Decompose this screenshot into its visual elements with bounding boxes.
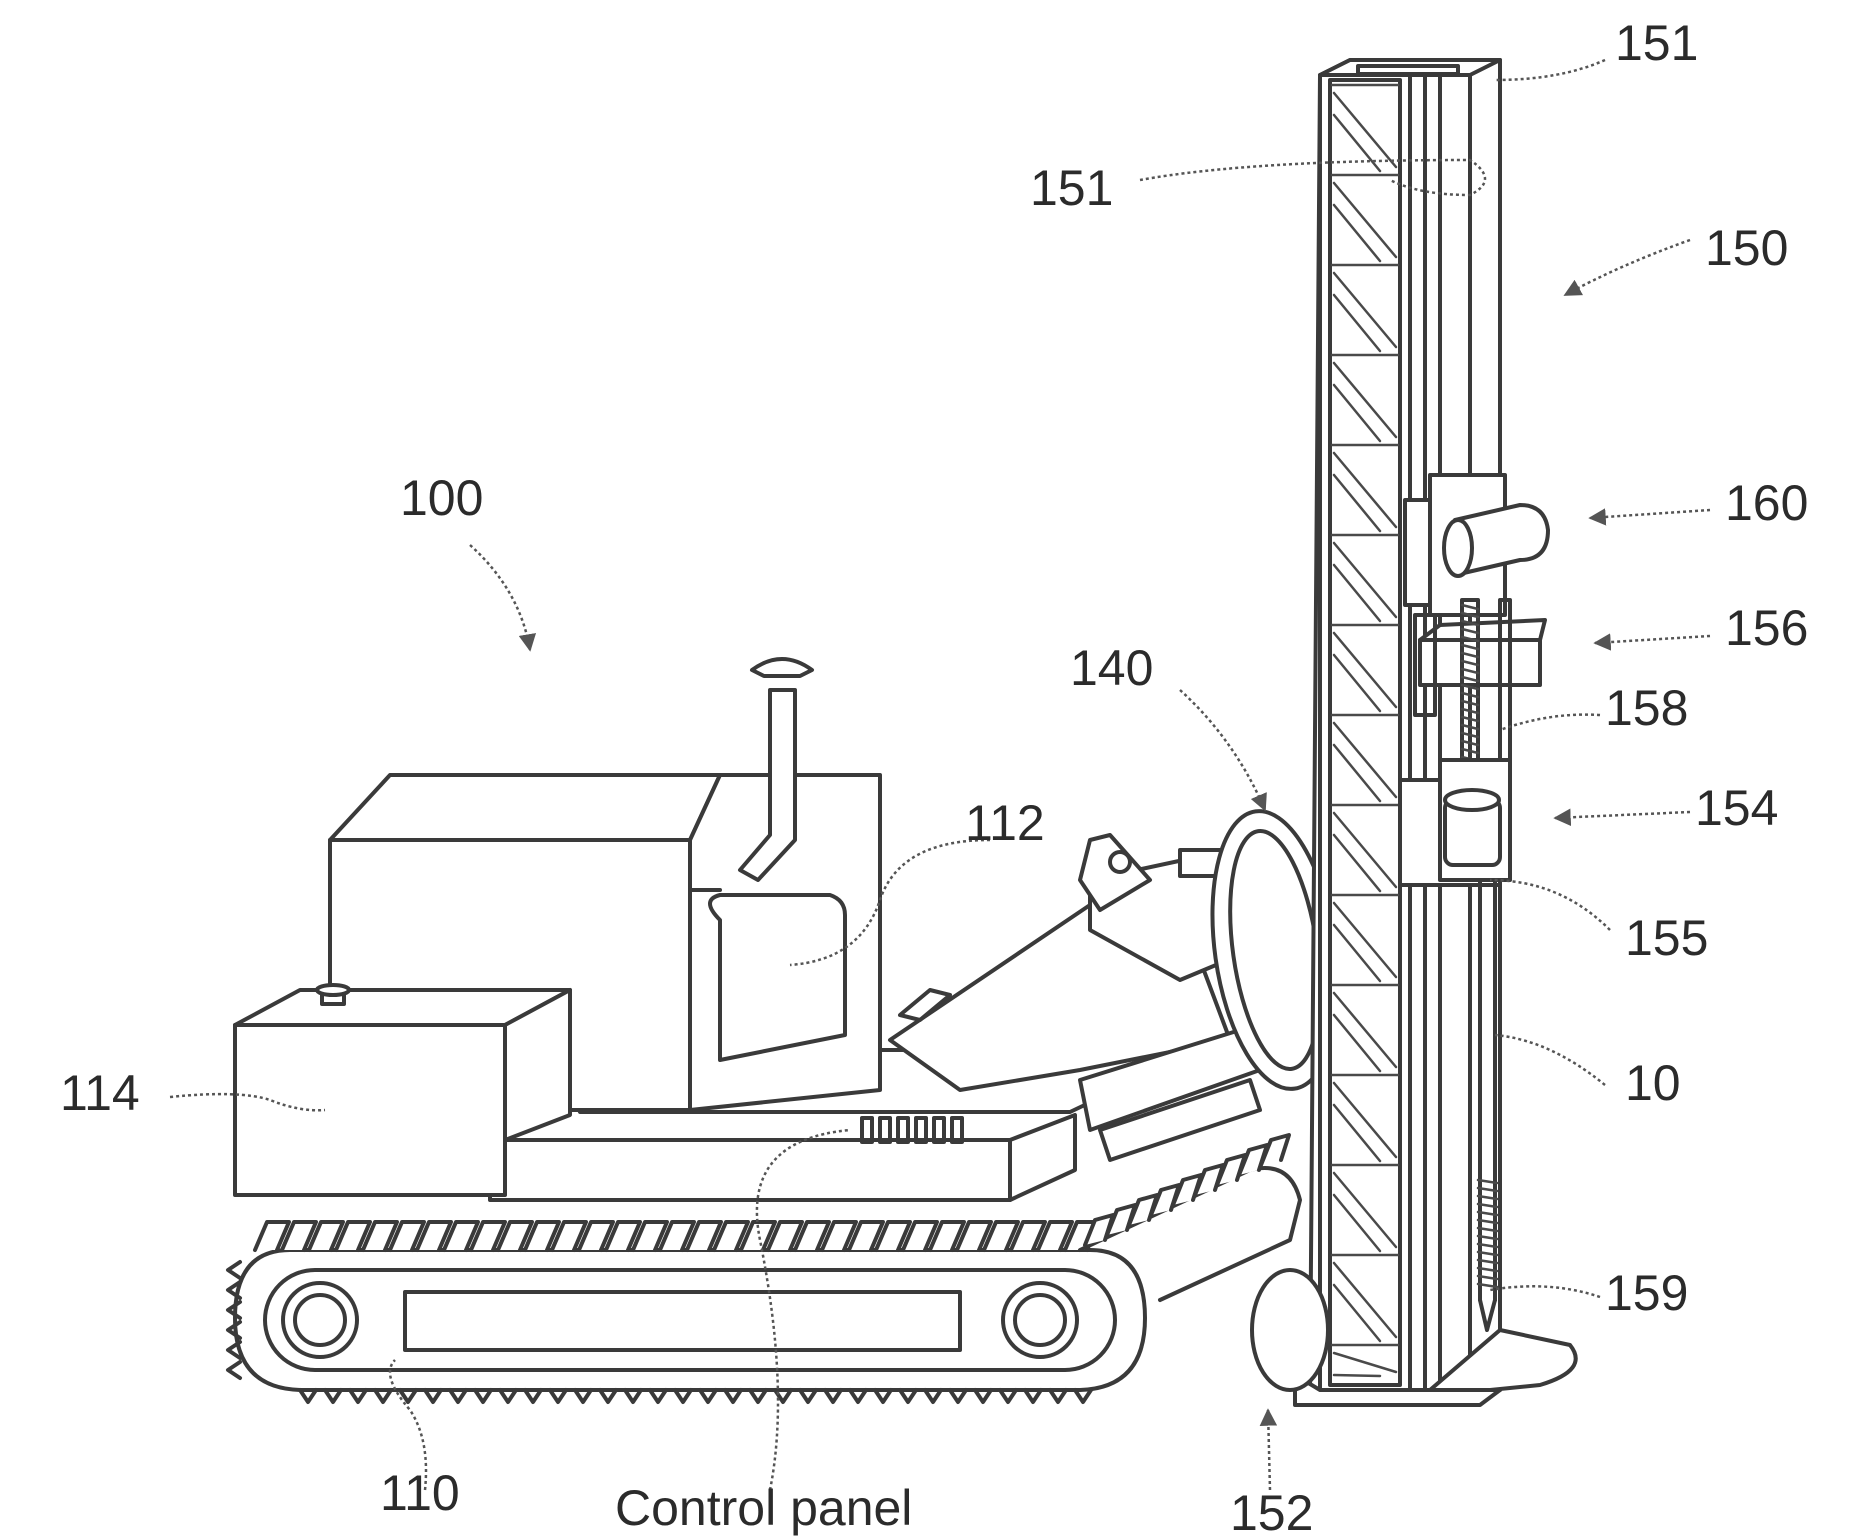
label-150: 150	[1705, 220, 1788, 276]
track-tread-rear	[1261, 1135, 1289, 1165]
track-tooth	[228, 1262, 240, 1278]
label-160: 160	[1725, 475, 1808, 531]
label-155: 155	[1625, 910, 1708, 966]
label-151-top: 151	[1615, 15, 1698, 71]
label-100: 100	[400, 470, 483, 526]
label-140: 140	[1070, 640, 1153, 696]
label-151-inner: 151	[1030, 160, 1113, 216]
label-114: 114	[60, 1065, 140, 1121]
cab-window	[710, 895, 845, 1060]
label-110: 110	[380, 1465, 460, 1521]
label-10: 10	[1625, 1055, 1681, 1111]
label-159: 159	[1605, 1265, 1688, 1321]
label-158: 158	[1605, 680, 1688, 736]
label-152: 152	[1230, 1485, 1313, 1538]
track-tooth	[228, 1362, 240, 1378]
label-154: 154	[1695, 780, 1778, 836]
label-112: 112	[965, 795, 1045, 851]
label-156: 156	[1725, 600, 1808, 656]
lattice-brace	[1334, 1375, 1380, 1376]
label-control-panel: Control panel	[615, 1480, 912, 1536]
